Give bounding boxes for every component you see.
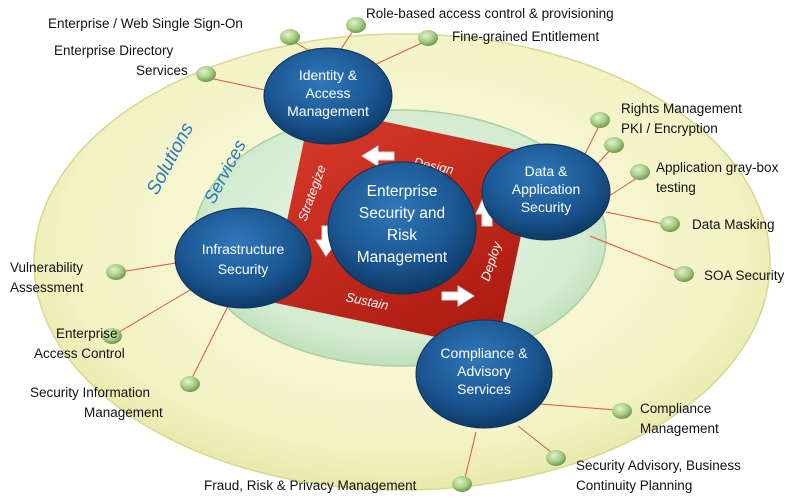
caption-sso: Enterprise / Web Single Sign-On (48, 16, 243, 31)
node-identity-access-management[interactable]: Identity & Access Management (263, 47, 393, 145)
node-data-application-security[interactable]: Data & Application Security (481, 143, 611, 241)
node-compliance-advisory-services[interactable]: Compliance & Advisory Services (415, 319, 553, 429)
node-compliance-line-1: Compliance & (440, 345, 528, 361)
bullet-siem (180, 376, 200, 392)
node-iam-line-2: Access (305, 85, 350, 101)
bullet-pki (604, 137, 624, 153)
caption-rights: Rights Management (621, 101, 742, 116)
bullet-rights (590, 112, 610, 128)
caption-vuln-line-1: Vulnerability (10, 260, 83, 275)
caption-graybox-line-2: testing (656, 180, 696, 195)
caption-compliance-mgmt-line-2: Management (640, 421, 719, 436)
bullet-entitlement (418, 30, 438, 46)
caption-siem-line-1: Security Information (30, 385, 150, 400)
center-line-4: Management (357, 249, 448, 266)
node-compliance-line-2: Advisory (457, 363, 511, 379)
caption-advisory-line-1: Security Advisory, Business (576, 458, 741, 473)
bullet-graybox (630, 164, 650, 180)
caption-rbac: Role-based access control & provisioning (366, 6, 614, 21)
arrow-sustain-icon (441, 285, 475, 307)
caption-access-control-line-1: Enterprise (56, 326, 118, 341)
caption-compliance-mgmt-line-1: Compliance (640, 401, 711, 416)
node-data-line-2: Application (512, 181, 581, 197)
caption-access-control-line-2: Access Control (34, 346, 125, 361)
caption-entitlement: Fine-grained Entitlement (452, 29, 599, 44)
bullet-rbac (346, 17, 366, 33)
center-enterprise-security-risk-management[interactable]: Enterprise Security and Risk Management (327, 161, 477, 295)
center-line-1: Enterprise (367, 183, 438, 200)
caption-masking: Data Masking (692, 217, 775, 232)
bullet-advisory (546, 450, 566, 466)
bullet-soa (674, 266, 694, 282)
caption-fraud: Fraud, Risk & Privacy Management (204, 478, 417, 493)
caption-soa: SOA Security (704, 268, 785, 283)
caption-directory-line-1: Enterprise Directory (54, 43, 174, 58)
bullet-sso (280, 29, 300, 45)
caption-siem-line-2: Management (84, 405, 163, 420)
solution-bullets (102, 17, 694, 492)
node-iam-line-3: Management (287, 103, 369, 119)
caption-pki: PKI / Encryption (621, 121, 718, 136)
center-line-2: Security and (359, 205, 445, 222)
bullet-directory (196, 66, 216, 82)
bullet-access-control (102, 328, 122, 344)
bullet-masking (660, 216, 680, 232)
caption-vuln-line-2: Assessment (10, 280, 84, 295)
solution-captions: Enterprise / Web Single Sign-On Enterpri… (10, 6, 785, 493)
caption-directory-line-2: Services (136, 63, 188, 78)
caption-advisory-line-2: Continuity Planning (576, 478, 692, 493)
bullet-compliance-mgmt (612, 403, 632, 419)
node-iam-line-1: Identity & (299, 67, 358, 83)
bullet-vuln (106, 264, 126, 280)
node-infrastructure-security[interactable]: Infrastructure Security (174, 207, 312, 309)
caption-graybox-line-1: Application gray-box (656, 160, 779, 175)
node-compliance-line-3: Services (457, 381, 511, 397)
node-infra-line-2: Security (218, 261, 269, 277)
node-infra-line-1: Infrastructure (202, 241, 285, 257)
node-data-line-3: Security (521, 199, 572, 215)
bullet-fraud (452, 476, 472, 492)
center-line-3: Risk (387, 227, 417, 244)
node-data-line-1: Data & (525, 163, 568, 179)
